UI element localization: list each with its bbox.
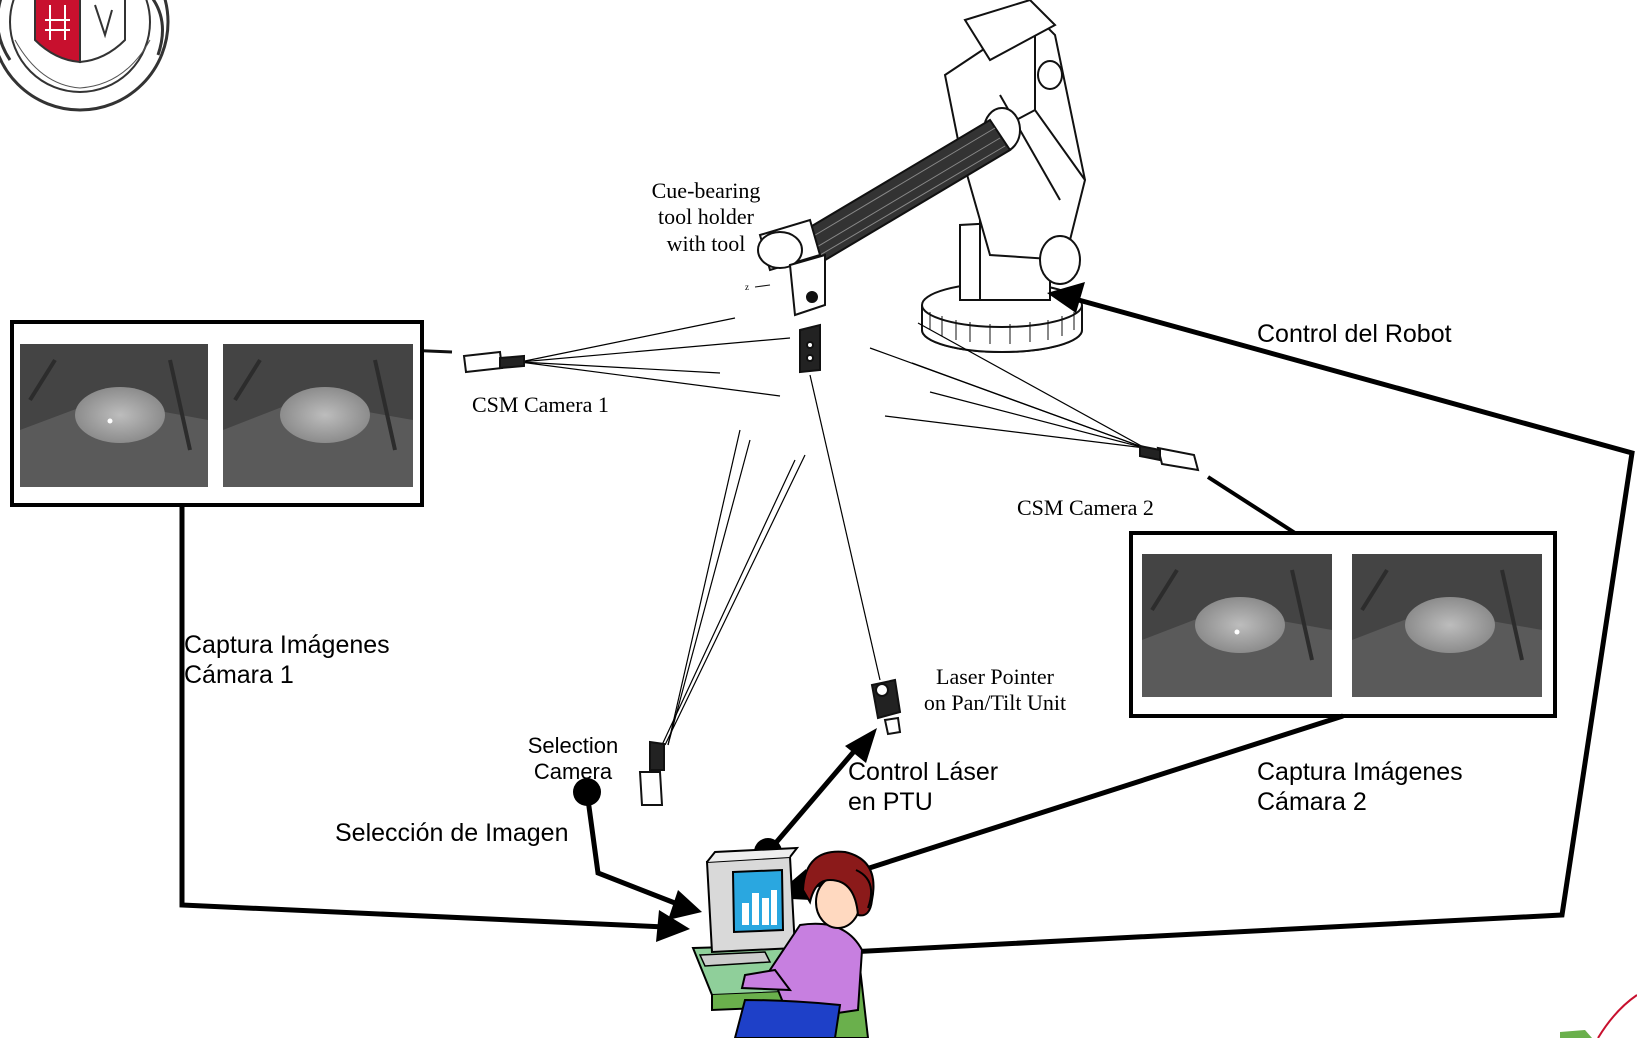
laser-pointer-device xyxy=(870,678,902,736)
label-line: en PTU xyxy=(848,788,933,816)
label-csm-camera-2: CSM Camera 2 xyxy=(1017,495,1154,520)
csm-camera-2 xyxy=(1139,444,1200,472)
label-control-laser-ptu: Control Láser en PTU xyxy=(848,757,998,817)
operator-workstation-illustration xyxy=(691,846,875,1038)
label-line: tool holder xyxy=(658,204,754,230)
label-selection-camera: Selection Camera xyxy=(508,733,638,786)
label-line: with tool xyxy=(666,230,746,256)
selection-camera xyxy=(638,740,665,806)
label-line: Cámara 1 xyxy=(184,661,294,689)
label-line: Selection xyxy=(527,733,619,758)
robot-arm: z xyxy=(745,0,1087,374)
university-seal-logo xyxy=(0,0,170,112)
camera-1-image-right xyxy=(223,344,413,487)
camera-1-image-left xyxy=(20,344,208,487)
label-captura-camara-1: Captura Imágenes Cámara 1 xyxy=(184,630,390,690)
label-captura-camara-2: Captura Imágenes Cámara 2 xyxy=(1257,757,1463,817)
label-line: Captura Imágenes xyxy=(1257,758,1463,786)
sight-lines xyxy=(519,317,1146,746)
label-line: Cámara 2 xyxy=(1257,788,1367,816)
label-line: Control Láser xyxy=(848,758,999,786)
label-laser-pointer: Laser Pointer on Pan/Tilt Unit xyxy=(905,664,1085,717)
camera-2-connector xyxy=(1206,475,1297,535)
label-line: Laser Pointer xyxy=(936,664,1054,689)
camera-2-image-left xyxy=(1142,554,1332,697)
label-cue-bearing-tool-holder: Cue-bearing tool holder with tool xyxy=(636,178,776,257)
arrow-heads xyxy=(656,282,1085,942)
label-seleccion-de-imagen: Selección de Imagen xyxy=(335,819,569,847)
label-line: on Pan/Tilt Unit xyxy=(923,690,1067,716)
label-line: Captura Imágenes xyxy=(184,631,390,659)
label-line: Cue-bearing xyxy=(651,178,761,203)
flow-arrows xyxy=(179,296,1635,960)
corner-logo-fragment xyxy=(1560,994,1637,1038)
camera-2-image-right xyxy=(1352,554,1542,697)
svg-text:z: z xyxy=(745,282,749,292)
label-csm-camera-1: CSM Camera 1 xyxy=(472,392,609,417)
label-control-del-robot: Control del Robot xyxy=(1257,320,1452,348)
label-line: Camera xyxy=(533,759,613,785)
